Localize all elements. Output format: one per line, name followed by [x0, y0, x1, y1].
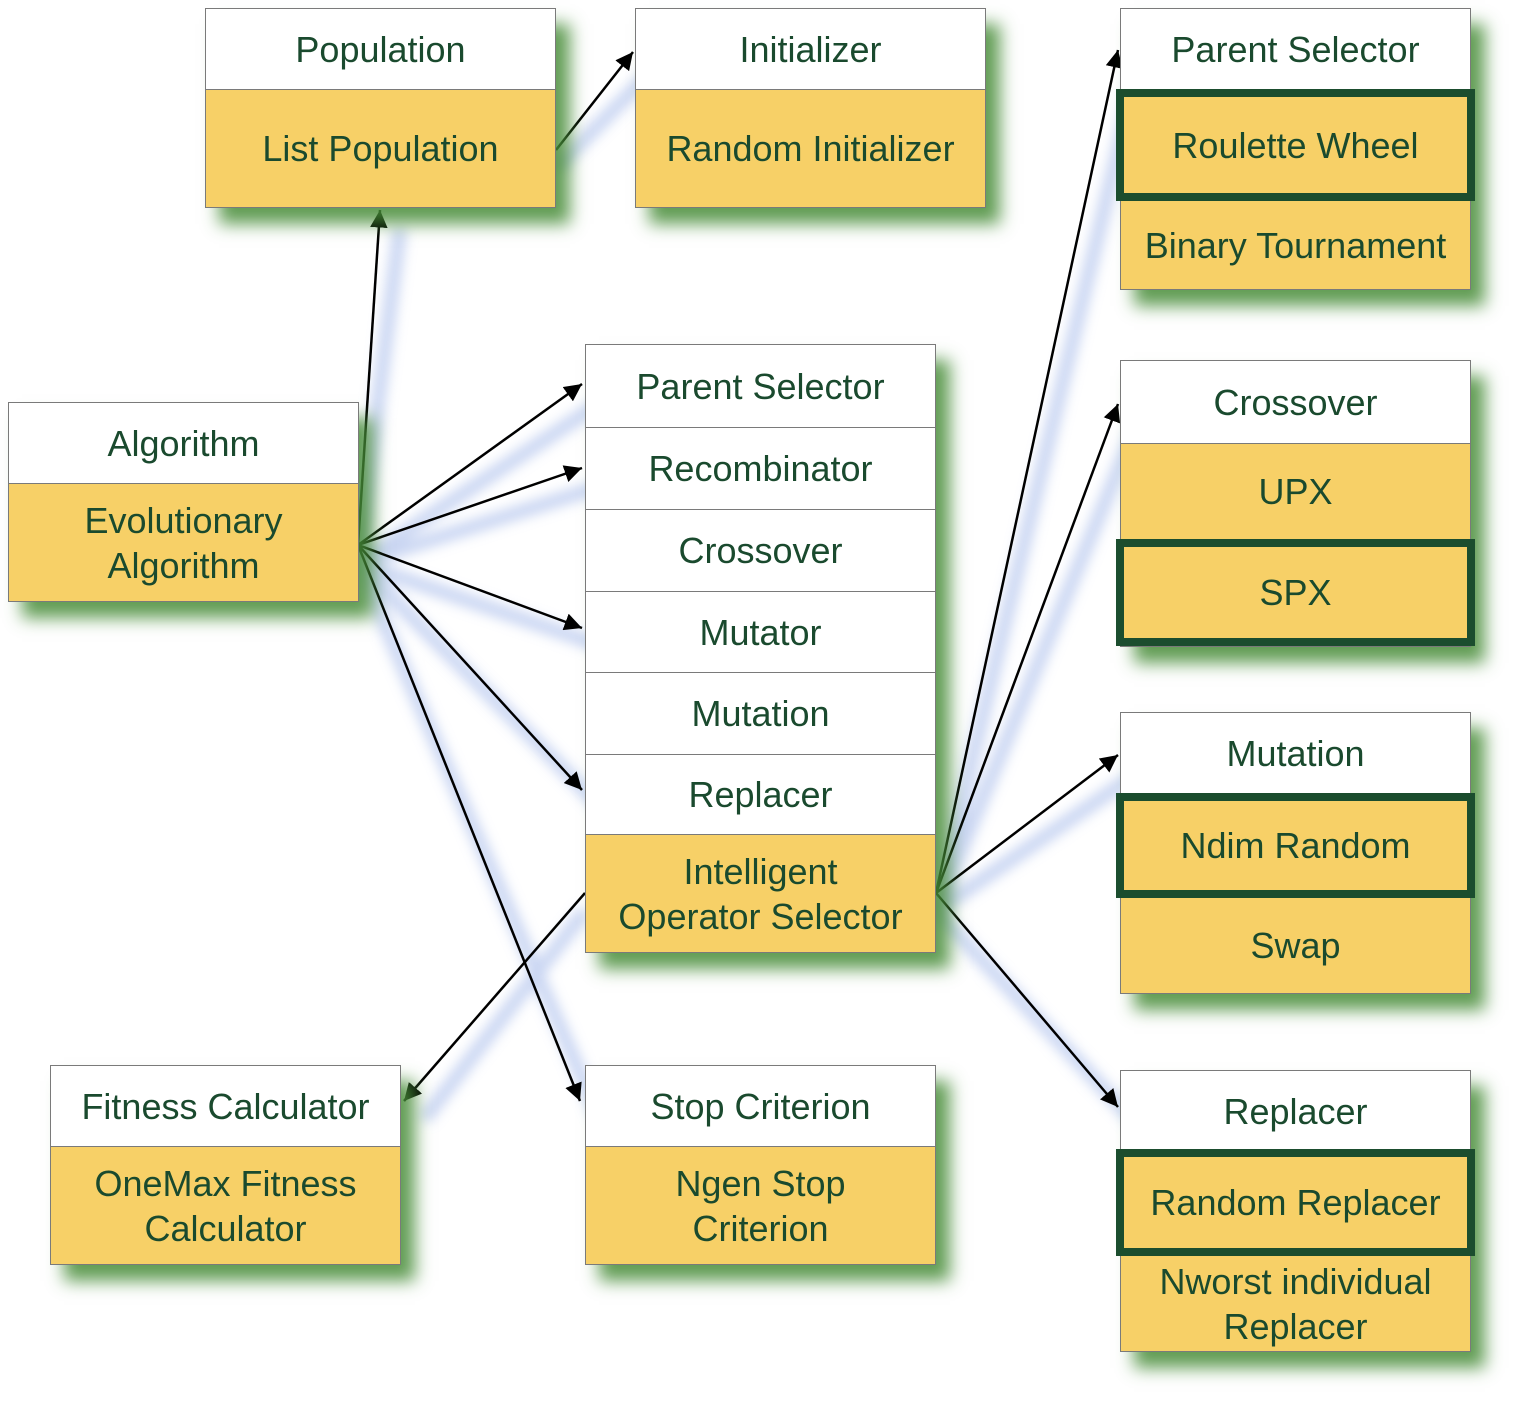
replacer-option-random-replacer: Random Replacer [1116, 1149, 1475, 1256]
replacer-option-nworst-line1: Nworst individual [1159, 1260, 1432, 1302]
edge-selector-to-replacer-glow [930, 906, 1144, 1130]
crossover-option-spx: SPX [1116, 539, 1475, 646]
population-impl: List Population [206, 89, 555, 207]
edge-selector-to-parent-selector-glow [929, 66, 1145, 913]
stop-impl: Ngen Stop Criterion [586, 1146, 935, 1264]
edge-algorithm-to-parent-selector-glow [354, 396, 606, 569]
fitness-impl: OneMax Fitness Calculator [51, 1146, 400, 1264]
operator-item-replacer: Replacer [586, 754, 935, 834]
fitness-calculator-box: Fitness Calculator OneMax Fitness Calcul… [50, 1065, 401, 1265]
mutation-box: Mutation Ndim Random Swap [1116, 712, 1475, 994]
fitness-impl-line2: Calculator [144, 1207, 307, 1249]
crossover-option-upx: UPX [1121, 443, 1470, 539]
edge-algorithm-to-population [356, 209, 388, 546]
algorithm-title: Algorithm [9, 403, 358, 483]
algorithm-impl: Evolutionary Algorithm [9, 483, 358, 601]
edge-algorithm-to-stop-criterion [356, 544, 582, 1102]
initializer-impl: Random Initializer [636, 89, 985, 207]
operator-selector-impl-line2: Operator Selector [618, 895, 903, 937]
edge-algorithm-to-recombinator-glow [355, 479, 605, 570]
crossover-title: Crossover [1121, 361, 1470, 443]
replacer-option-nworst-line2: Replacer [1223, 1305, 1368, 1347]
edge-selector-to-fitness-glow [418, 906, 591, 1124]
mutation-option-ndim-random: Ndim Random [1116, 793, 1475, 898]
edge-selector-to-parent-selector [934, 49, 1123, 894]
edge-algorithm-to-recombinator [357, 465, 583, 547]
mutation-option-swap: Swap [1121, 898, 1470, 993]
operator-item-mutator: Mutator [586, 591, 935, 672]
fitness-impl-line1: OneMax Fitness [94, 1162, 357, 1204]
edge-population-to-initializer [555, 51, 634, 151]
edge-algorithm-to-mutator [357, 543, 583, 631]
algorithm-impl-line1: Evolutionary [84, 499, 283, 541]
parent-selector-option-binary-tournament: Binary Tournament [1121, 201, 1470, 289]
initializer-title: Initializer [636, 9, 985, 89]
fitness-title: Fitness Calculator [51, 1066, 400, 1146]
replacer-box: Replacer Random Replacer Nworst individu… [1116, 1070, 1475, 1352]
stop-title: Stop Criterion [586, 1066, 935, 1146]
edge-algorithm-to-parent-selector [357, 382, 583, 547]
population-title: Population [206, 9, 555, 89]
edge-selector-to-crossover [934, 403, 1121, 894]
stop-criterion-box: Stop Criterion Ngen Stop Criterion [585, 1065, 936, 1265]
mutation-title: Mutation [1121, 713, 1470, 793]
parent-selector-title: Parent Selector [1121, 9, 1470, 89]
crossover-box: Crossover UPX SPX [1116, 360, 1475, 647]
operator-item-crossover: Crossover [586, 509, 935, 591]
edge-selector-to-fitness [403, 892, 586, 1102]
operator-item-recombinator: Recombinator [586, 427, 935, 509]
replacer-option-nworst: Nworst individual Replacer [1121, 1256, 1470, 1351]
operator-selector-box: Parent Selector Recombinator Crossover M… [585, 344, 936, 953]
edge-algorithm-to-mutator-glow [355, 556, 605, 653]
connector-glow [351, 65, 1145, 1130]
operator-selector-impl: Intelligent Operator Selector [586, 834, 935, 952]
edge-selector-to-crossover-glow [929, 419, 1145, 914]
connector-lines [356, 49, 1123, 1108]
edge-selector-to-replacer [935, 892, 1119, 1108]
operator-item-mutation: Mutation [586, 672, 935, 754]
replacer-title: Replacer [1121, 1071, 1470, 1151]
operator-selector-impl-line1: Intelligent [683, 850, 838, 892]
edge-selector-to-mutation-glow [932, 767, 1142, 917]
edge-algorithm-to-population-glow [351, 227, 407, 564]
initializer-box: Initializer Random Initializer [635, 8, 986, 208]
edge-selector-to-mutation [935, 754, 1119, 894]
algorithm-impl-line2: Algorithm [107, 544, 260, 586]
edge-algorithm-to-replacer [357, 544, 583, 791]
operator-item-parent-selector: Parent Selector [586, 345, 935, 427]
population-box: Population List Population [205, 8, 556, 208]
parent-selector-box: Parent Selector Roulette Wheel Binary To… [1116, 8, 1475, 290]
edge-algorithm-to-stop-criterion-glow [351, 560, 607, 1122]
stop-impl-line2: Criterion [692, 1207, 829, 1249]
algorithm-box: Algorithm Evolutionary Algorithm [8, 402, 359, 602]
parent-selector-option-roulette-wheel: Roulette Wheel [1116, 89, 1475, 201]
stop-impl-line1: Ngen Stop [675, 1162, 846, 1204]
